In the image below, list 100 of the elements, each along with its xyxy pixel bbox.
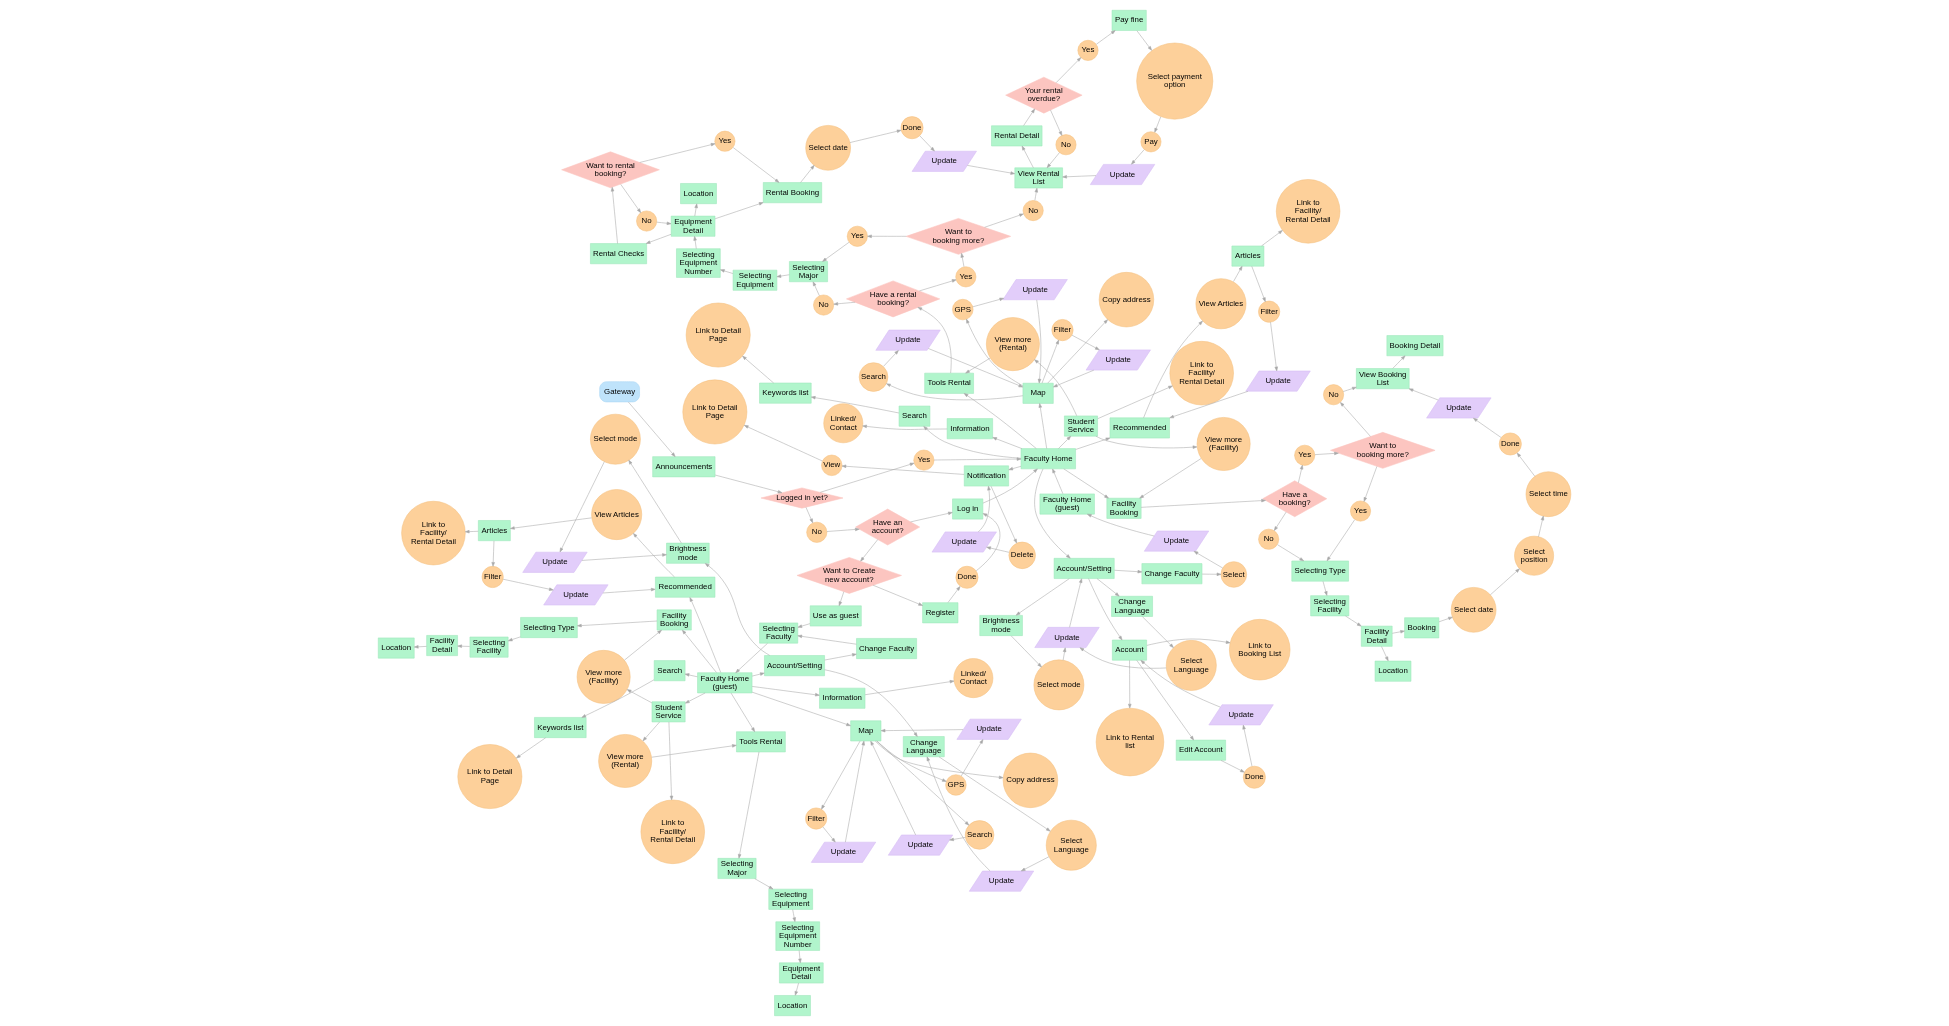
arrow — [811, 396, 900, 414]
arrow — [826, 527, 860, 532]
arrow — [705, 563, 770, 656]
arrow — [1261, 230, 1283, 247]
arrow — [849, 129, 902, 143]
arrow — [1008, 466, 1022, 471]
arrow — [1392, 355, 1406, 369]
arrow — [833, 302, 856, 306]
arrow — [812, 281, 820, 296]
arrow — [875, 740, 1004, 779]
arrow — [1193, 551, 1224, 569]
arrow — [1277, 544, 1304, 562]
arrow — [928, 348, 1024, 388]
arrow — [1071, 334, 1100, 351]
arrow — [508, 636, 521, 642]
arrow — [1075, 437, 1111, 450]
arrow — [919, 135, 935, 152]
arrow — [1036, 299, 1042, 384]
arrow — [581, 553, 667, 561]
arrow — [1201, 572, 1222, 576]
arrow — [754, 878, 774, 890]
arrow — [628, 401, 676, 457]
arrow — [990, 485, 1017, 544]
arrow — [841, 464, 965, 475]
arrow — [1345, 615, 1362, 627]
arrow — [1270, 321, 1278, 372]
arrow — [1314, 451, 1339, 456]
arrow — [1079, 647, 1167, 669]
arrow — [1438, 616, 1453, 623]
arrow — [798, 950, 802, 964]
arrow — [1140, 660, 1221, 708]
arrow — [1538, 515, 1545, 538]
arrow — [982, 468, 1038, 504]
arrow — [1021, 145, 1034, 168]
arrow — [872, 584, 923, 606]
arrow — [776, 274, 790, 278]
arrow — [1058, 436, 1071, 449]
arrow — [1062, 647, 1067, 661]
arrow — [919, 279, 957, 292]
arrow — [651, 744, 737, 758]
arrow — [610, 186, 618, 244]
arrow — [972, 297, 1004, 308]
arrow — [1087, 513, 1155, 537]
arrow — [800, 165, 815, 183]
arrow — [1046, 152, 1060, 168]
arrow — [1053, 369, 1095, 388]
arrow — [862, 424, 948, 430]
arrow — [714, 474, 783, 494]
arrow — [693, 236, 697, 249]
arrow — [821, 740, 861, 810]
arrow — [1391, 630, 1405, 634]
arrow — [414, 645, 427, 649]
arrow — [819, 462, 915, 493]
arrow — [824, 653, 857, 661]
arrow — [1096, 578, 1120, 597]
arrow — [805, 506, 813, 524]
arrow — [1128, 660, 1132, 709]
arrow — [926, 756, 991, 872]
arrow — [1095, 435, 1198, 449]
arrow — [559, 461, 605, 553]
arrow — [694, 203, 698, 217]
arrow — [1096, 30, 1116, 45]
arrow — [1143, 320, 1203, 419]
arrow — [910, 511, 953, 523]
arrow — [744, 425, 823, 462]
arrow — [1034, 468, 1071, 559]
arrow — [516, 737, 546, 759]
arrow — [602, 587, 656, 594]
arrow — [1408, 388, 1439, 401]
arrow — [1069, 578, 1083, 628]
arrow — [1114, 569, 1143, 574]
arrow — [577, 620, 658, 628]
arrow — [714, 202, 764, 220]
arrow — [633, 533, 675, 578]
arrow — [682, 629, 717, 673]
arrow — [1023, 108, 1035, 126]
arrow — [867, 234, 907, 238]
arrow — [917, 307, 952, 374]
arrow — [639, 143, 716, 163]
arrow — [923, 426, 1022, 459]
arrow — [1516, 452, 1536, 477]
arrow — [933, 457, 1022, 461]
arrow — [656, 221, 672, 225]
arrow — [822, 242, 850, 262]
arrow — [689, 597, 722, 673]
arrow — [1233, 266, 1243, 282]
arrow — [730, 692, 755, 732]
arrow — [668, 721, 674, 801]
arrow — [978, 485, 991, 533]
arrow — [860, 539, 879, 562]
arrow — [1041, 339, 1059, 384]
arrow — [1142, 616, 1174, 648]
arrow — [880, 729, 964, 733]
arrow — [1340, 402, 1371, 437]
arrow — [1169, 391, 1249, 419]
arrow — [624, 629, 662, 661]
arrow — [992, 437, 1022, 449]
arrow — [1047, 319, 1108, 384]
arrow — [510, 517, 592, 530]
arrow — [464, 530, 479, 534]
